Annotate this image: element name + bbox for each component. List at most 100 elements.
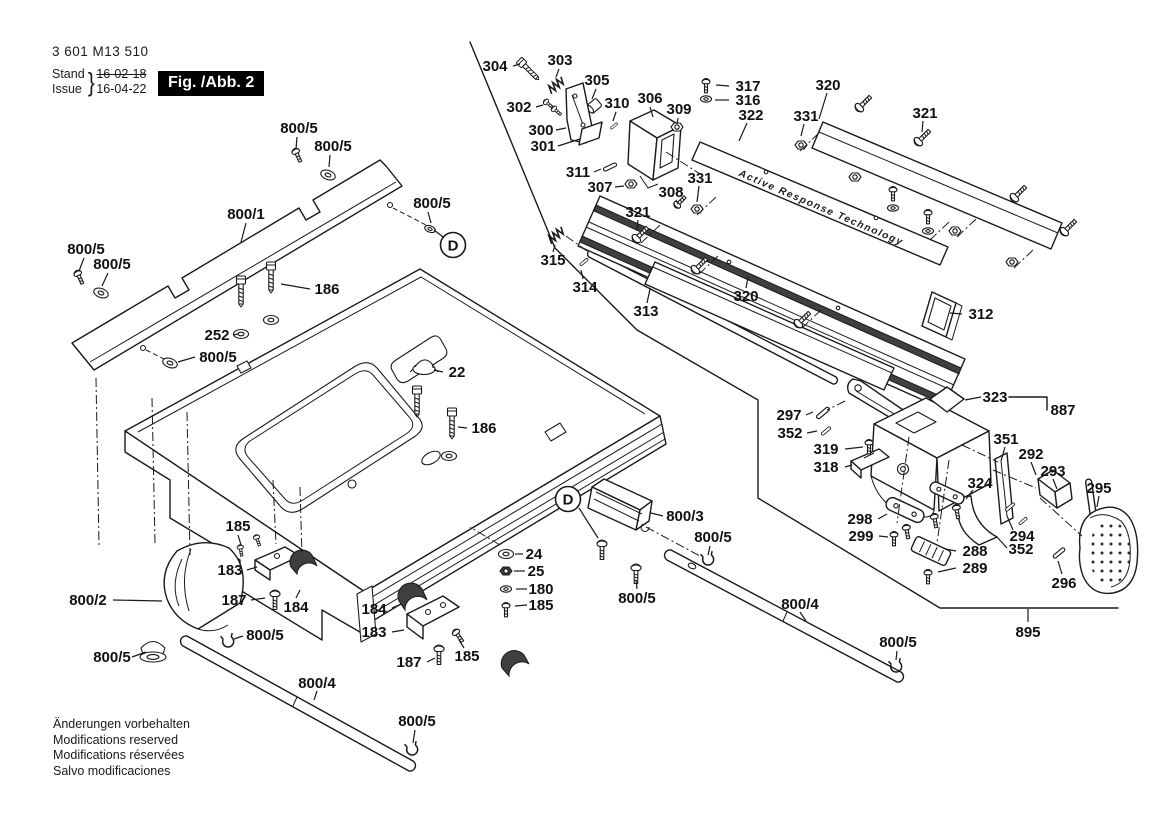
part-label: 312: [968, 306, 993, 323]
part-label: 296: [1051, 575, 1076, 592]
washer-icon: [262, 314, 280, 326]
section-divider: [469, 41, 1119, 609]
pad-295: [1078, 506, 1139, 595]
leader-line: [78, 257, 85, 272]
leader-line: [844, 446, 864, 450]
part-label: 183: [217, 562, 242, 579]
screw-317-icon: [923, 208, 933, 225]
part-label: 316: [735, 92, 760, 109]
nut-25-icon: [499, 566, 513, 576]
screw-317-icon: [888, 185, 898, 202]
leader-line: [232, 333, 239, 336]
screw-icon: [1057, 216, 1080, 239]
leader-line: [412, 729, 416, 744]
notice-fr: Modifications réservées: [53, 748, 185, 762]
foot-knob-icon: [139, 640, 167, 663]
leader-line: [593, 168, 602, 173]
circlip-icon: [403, 740, 421, 758]
notice-es: Salvo modificaciones: [53, 763, 171, 778]
leader-line: [578, 507, 599, 539]
washer-800-5-icon: [160, 355, 180, 371]
leader-line: [580, 269, 584, 280]
part-label: 310: [604, 95, 629, 112]
part-label: 800/5: [879, 634, 917, 651]
screw-800-5-icon: [290, 146, 305, 164]
part-label: 800/5: [246, 627, 284, 644]
leader-line: [101, 272, 109, 287]
part-label: 800/5: [93, 649, 131, 666]
washer-316-icon: [921, 227, 935, 235]
leader-line: [614, 185, 625, 188]
pin-311-icon: [602, 161, 618, 173]
part-label: 317: [735, 78, 760, 95]
part-label: 319: [813, 441, 838, 458]
leader-line: [965, 489, 974, 500]
part-label: 315: [540, 252, 565, 269]
part-label: 800/1: [227, 206, 265, 223]
part-label: 299: [848, 528, 873, 545]
part-label: 800/5: [280, 120, 318, 137]
title-block: 3 601 M13 510 Stand Issue } 16-02-18 16-…: [52, 44, 149, 97]
leader-line: [650, 512, 664, 517]
part-label: 297: [776, 407, 801, 424]
part-label: 323: [982, 389, 1007, 406]
washer-800-5-icon: [91, 285, 111, 301]
part-label: 800/5: [413, 195, 451, 212]
leader-line: [112, 599, 163, 602]
table-insert: [235, 362, 423, 513]
leader-line: [996, 536, 1008, 549]
pin-296-icon: [1051, 546, 1067, 560]
leader-line: [433, 369, 444, 373]
leader-line: [806, 430, 818, 434]
part-label: 288: [962, 543, 987, 560]
part-label: 311: [566, 164, 590, 181]
leader-line: [391, 603, 402, 609]
leader-line: [457, 426, 468, 429]
leader-line: [535, 104, 544, 108]
bolt-icon: [235, 275, 247, 308]
part-label: 318: [813, 459, 838, 476]
part-label: 25: [528, 563, 545, 580]
leader-line: [591, 88, 597, 100]
part-label: 313: [633, 303, 658, 320]
part-label: 304: [482, 58, 508, 75]
leader-line: [555, 68, 560, 78]
leader-line: [313, 690, 318, 701]
leader-line: [177, 356, 196, 363]
screw-icon: [929, 512, 941, 529]
leader-line: [844, 464, 853, 468]
part-label: 800/5: [314, 138, 352, 155]
leader-line: [514, 604, 528, 607]
part-label: 320: [733, 288, 758, 305]
part-label: 298: [847, 511, 872, 528]
clip-icon: [500, 650, 530, 678]
part-800-4-rods: [179, 549, 905, 772]
washer-24-icon: [497, 548, 515, 560]
leader-line: [878, 535, 889, 538]
part-label: 320: [815, 77, 840, 94]
part-label: 183: [361, 624, 386, 641]
rail-clamp: [544, 422, 567, 442]
clip-184: [397, 582, 428, 612]
screw-299-icon: [889, 530, 899, 547]
fence-head-assembly: [815, 378, 1139, 595]
leader-line: [895, 650, 898, 661]
nut-309-icon: [670, 122, 684, 132]
stand-label: Stand: [52, 67, 85, 81]
part-label: 352: [777, 425, 802, 442]
part-label: 294: [1009, 528, 1035, 545]
leader-line: [921, 120, 924, 133]
part-label: 314: [572, 279, 598, 296]
washer-800-5-icon: [318, 167, 338, 183]
leader-line: [877, 513, 888, 520]
part-label: 309: [666, 101, 691, 118]
leader-line: [964, 396, 982, 401]
washer-800-5-icon: [423, 223, 437, 235]
part-800-1-plate: [71, 159, 427, 371]
screw-icon: [852, 92, 875, 115]
part-label: 800/5: [199, 349, 237, 366]
part-800-3-block: [587, 478, 653, 532]
part-label: 800/3: [666, 508, 704, 525]
